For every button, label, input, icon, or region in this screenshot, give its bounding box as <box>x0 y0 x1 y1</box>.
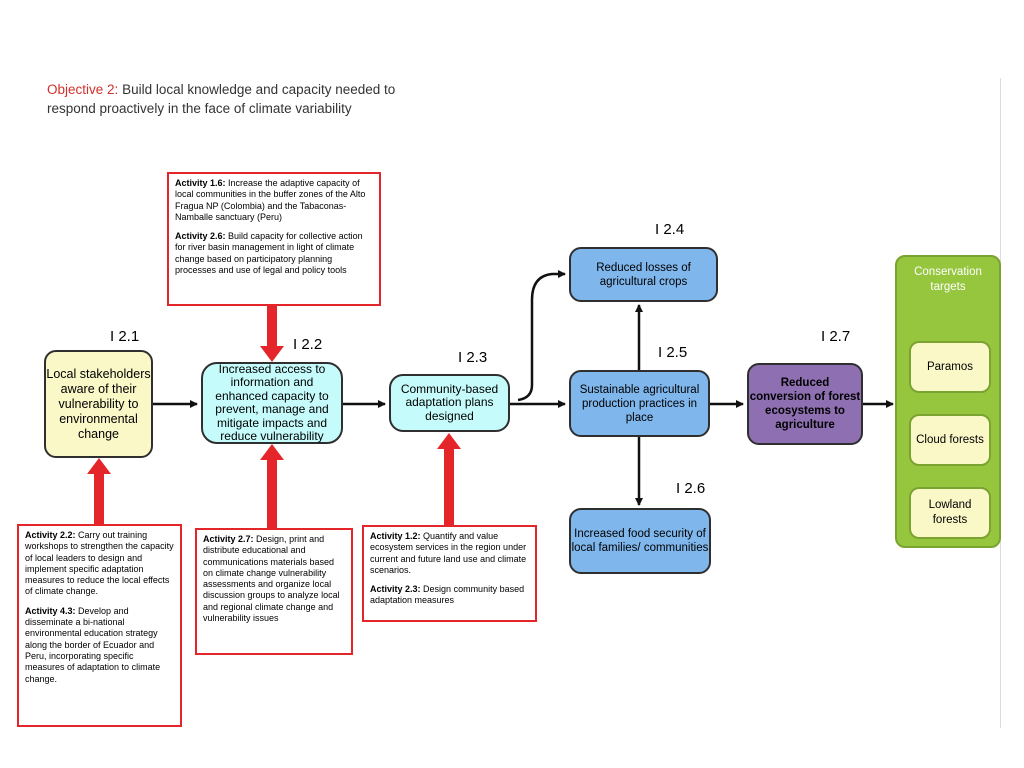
indicator-2-6: I 2.6 <box>676 480 706 497</box>
conservation-targets-title: Conservation targets <box>914 266 982 293</box>
red-arrow-top <box>260 306 284 362</box>
node-reduced-losses: Reduced losses of agricultural crops <box>569 247 718 302</box>
node-food-security: Increased food security of local familie… <box>569 508 711 574</box>
indicator-2-3: I 2.3 <box>458 349 488 366</box>
indicator-2-7: I 2.7 <box>821 328 851 345</box>
red-arrow-bottom-left <box>87 458 111 524</box>
activity-2-7: Activity 2.7: Design, print and distribu… <box>203 534 340 624</box>
target-cloud-forests: Cloud forests <box>909 414 991 466</box>
objective-prefix: Objective 2: <box>47 82 119 97</box>
node-sustainable-agriculture: Sustainable agricultural production prac… <box>569 370 710 437</box>
activity-2-6: Activity 2.6: Build capacity for collect… <box>175 231 363 276</box>
activity-box-bottom-mid: Activity 2.7: Design, print and distribu… <box>195 528 353 655</box>
indicator-2-2: I 2.2 <box>293 336 323 353</box>
activity-4-3: Activity 4.3: Develop and disseminate a … <box>25 605 161 684</box>
node-increased-access: Increased access to information and enha… <box>201 362 343 444</box>
objective-text: Build local knowledge and capacity neede… <box>47 82 396 116</box>
activity-box-top: Activity 1.6: Increase the adaptive capa… <box>167 172 381 306</box>
activity-box-bottom-left: Activity 2.2: Carry out training worksho… <box>17 524 182 727</box>
indicator-2-4: I 2.4 <box>655 221 685 238</box>
target-paramos: Paramos <box>909 341 991 393</box>
activity-box-bottom-right: Activity 1.2: Quantify and value ecosyst… <box>362 525 537 622</box>
indicator-2-5: I 2.5 <box>658 344 688 361</box>
objective-title: Objective 2: Build local knowledge and c… <box>47 80 407 118</box>
target-lowland-forests: Lowland forests <box>909 487 991 539</box>
node-community-plans: Community-based adaptation plans designe… <box>389 374 510 432</box>
node-local-stakeholders: Local stakeholders aware of their vulner… <box>44 350 153 458</box>
node-reduced-conversion: Reduced conversion of forest ecosystems … <box>747 363 863 445</box>
activity-1-2: Activity 1.2: Quantify and value ecosyst… <box>370 531 527 575</box>
conservation-targets-panel: Conservation targets Paramos Cloud fores… <box>895 255 1001 548</box>
activity-2-3: Activity 2.3: Design community based ada… <box>370 584 525 606</box>
arrow-plans-to-losses <box>517 270 566 402</box>
activity-1-6: Activity 1.6: Increase the adaptive capa… <box>175 178 366 222</box>
activity-2-2: Activity 2.2: Carry out training worksho… <box>25 530 174 597</box>
indicator-2-1: I 2.1 <box>110 328 140 345</box>
red-arrow-bottom-right <box>437 433 461 525</box>
red-arrow-bottom-mid <box>260 444 284 528</box>
